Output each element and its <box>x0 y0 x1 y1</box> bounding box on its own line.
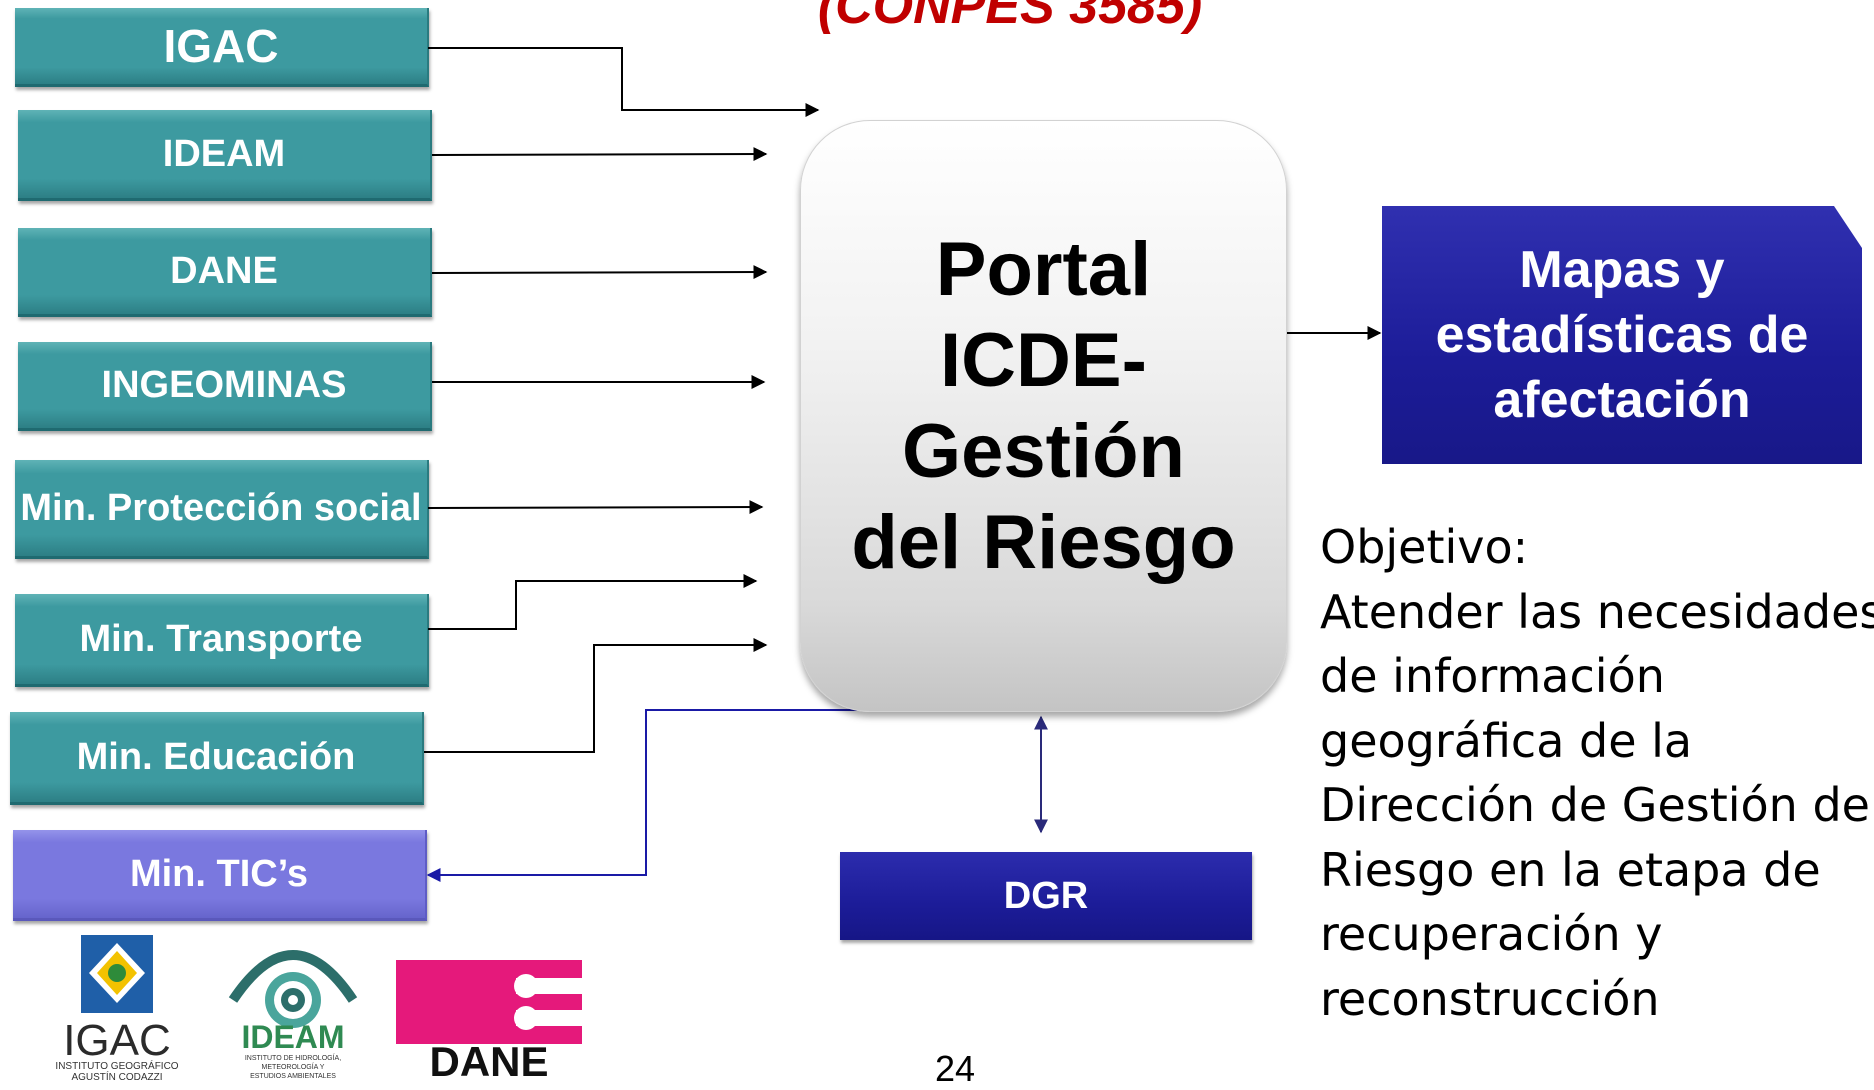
portal-line: del Riesgo <box>851 500 1236 586</box>
source-box-igac: IGAC <box>15 8 429 87</box>
ideam-logo: IDEAM INSTITUTO DE HIDROLOGÍA, METEOROLO… <box>228 930 358 1080</box>
objective-line: reconstrucción <box>1320 971 1660 1026</box>
connector-dane <box>431 265 768 280</box>
output-line: estadísticas de <box>1435 305 1809 364</box>
connector-igac <box>428 47 820 117</box>
ideam-emblem-icon: IDEAM INSTITUTO DE HIDROLOGÍA, METEOROLO… <box>228 950 358 1080</box>
objective-line: de información <box>1320 649 1665 703</box>
connector-min-educacion <box>424 638 768 753</box>
objective-text: Objetivo: Atender las necesidades de inf… <box>1320 515 1874 1031</box>
connector-ideam <box>431 147 768 162</box>
page-number: 24 <box>935 1048 976 1089</box>
svg-text:IDEAM: IDEAM <box>241 1019 344 1055</box>
dgr-box: DGR <box>840 852 1252 940</box>
igac-emblem-icon: IGAC INSTITUTO GEOGRÁFICO AGUSTÍN CODAZZ… <box>55 935 179 1083</box>
connector-min-transporte <box>428 574 758 630</box>
source-box-min-transporte: Min. Transporte <box>15 594 429 687</box>
connector-min-proteccion <box>427 500 764 515</box>
slide-title: (CONPES 3585) <box>817 0 1203 35</box>
dane-logo: DANE <box>396 960 582 1085</box>
svg-text:INSTITUTO DE HIDROLOGÍA,: INSTITUTO DE HIDROLOGÍA, <box>245 1053 341 1062</box>
output-line: Mapas y <box>1519 240 1725 299</box>
portal-line: Portal <box>935 226 1152 312</box>
objective-line: Dirección de Gestión del <box>1320 778 1874 832</box>
source-box-min-proteccion: Min. Protección social <box>15 460 429 559</box>
objective-line: geográfica de la <box>1320 713 1693 768</box>
connector-min-tic <box>426 709 868 882</box>
portal-line: ICDE- <box>940 317 1147 403</box>
source-box-min-educacion: Min. Educación <box>10 712 424 805</box>
source-box-ingeominas: INGEOMINAS <box>18 342 432 431</box>
source-box-ideam: IDEAM <box>18 110 432 201</box>
svg-text:AGUSTÍN CODAZZI: AGUSTÍN CODAZZI <box>71 1070 162 1081</box>
portal-line: Gestión <box>902 409 1185 494</box>
svg-text:INSTITUTO GEOGRÁFICO: INSTITUTO GEOGRÁFICO <box>55 1059 178 1072</box>
svg-text:IGAC: IGAC <box>63 1016 171 1065</box>
dane-emblem-icon: DANE <box>396 960 582 1085</box>
igac-logo: IGAC INSTITUTO GEOGRÁFICO AGUSTÍN CODAZZ… <box>45 935 190 1083</box>
portal-icde-box: Portal ICDE- Gestión del Riesgo <box>800 120 1287 712</box>
svg-text:DANE: DANE <box>429 1038 548 1078</box>
svg-text:ESTUDIOS AMBIENTALES: ESTUDIOS AMBIENTALES <box>250 1073 336 1080</box>
output-mapas-box: Mapas y estadísticas de afectación <box>1382 206 1862 464</box>
objective-line: Objetivo: <box>1320 520 1529 574</box>
portal-icde-label: Portal ICDE- Gestión del Riesgo <box>851 224 1235 589</box>
svg-text:METEOROLOGÍA Y: METEOROLOGÍA Y <box>262 1062 325 1071</box>
output-line: afectación <box>1493 370 1751 429</box>
source-box-dane: DANE <box>18 228 432 317</box>
objective-line: Riesgo en la etapa de <box>1320 842 1821 897</box>
objective-line: Atender las necesidades <box>1320 584 1874 639</box>
source-box-min-tic: Min. TIC’s <box>13 830 427 921</box>
objective-line: recuperación y <box>1320 907 1663 961</box>
